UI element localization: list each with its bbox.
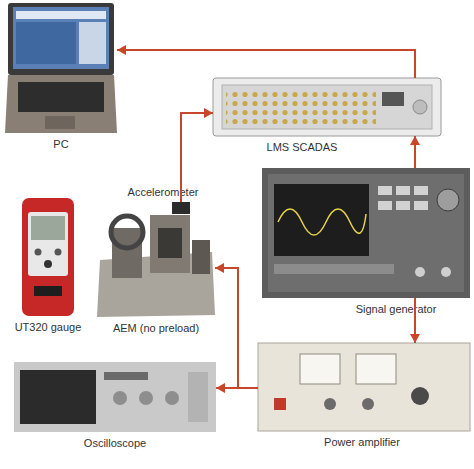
amplifier-knob xyxy=(324,398,336,410)
generator-knob xyxy=(437,189,459,211)
arrow-head xyxy=(117,45,126,55)
laptop-base xyxy=(5,75,117,133)
laptop-screen xyxy=(13,7,109,69)
scadas-knob xyxy=(413,100,427,114)
signal-line xyxy=(117,50,415,78)
device-label: LMS SCADAS xyxy=(267,141,338,154)
scope-keypad xyxy=(188,372,208,422)
arrow-head xyxy=(204,108,213,118)
signal-line xyxy=(414,298,416,343)
rig-ring xyxy=(111,216,143,248)
device-label: PC xyxy=(53,138,68,151)
amplifier-body xyxy=(258,343,470,431)
signal-arrow xyxy=(410,136,420,168)
device-node: Signal generator xyxy=(262,168,470,298)
scope-brand-strip xyxy=(104,372,148,380)
device-node: UT320 gauge xyxy=(22,198,74,316)
generator-button xyxy=(396,186,410,195)
signal-arrow xyxy=(117,45,415,78)
generator-button xyxy=(378,186,392,195)
amplifier-switch xyxy=(274,398,286,410)
scope-knob xyxy=(139,391,153,405)
generator-button xyxy=(378,201,392,210)
screen-window xyxy=(16,11,106,19)
gauge-body xyxy=(22,198,74,316)
waveform xyxy=(278,209,366,235)
generator-screen xyxy=(274,184,369,256)
arrow-head xyxy=(215,263,224,273)
scadas-display xyxy=(382,92,404,106)
touchpad xyxy=(45,116,75,129)
generator-softkeys xyxy=(274,264,394,274)
arrow-head xyxy=(216,383,225,393)
scadas-ports xyxy=(226,89,376,125)
device-node: Oscilloscope xyxy=(14,362,216,432)
scope-screen xyxy=(20,370,96,424)
gauge-logo-plate xyxy=(34,286,62,296)
rig-block xyxy=(150,215,190,273)
generator-connector xyxy=(415,267,425,277)
signal-line xyxy=(414,136,416,168)
device-label: Signal generator xyxy=(356,303,437,316)
device-label: Oscilloscope xyxy=(84,437,146,450)
device-node: Accelerometer xyxy=(170,202,192,214)
signal-arrow xyxy=(181,108,213,202)
amplifier-knob xyxy=(411,387,429,405)
arrow-head xyxy=(410,334,420,343)
device-label: Power amplifier xyxy=(324,436,400,449)
signal-arrow xyxy=(216,383,258,393)
device-node: Power amplifier xyxy=(258,343,470,431)
signal-line xyxy=(216,387,258,389)
actuator-core xyxy=(158,228,182,258)
rig-clamp xyxy=(192,240,210,274)
screen-window xyxy=(79,22,106,64)
scope-body xyxy=(14,362,216,432)
amplifier-meter xyxy=(356,354,396,384)
generator-button xyxy=(414,186,428,195)
accelerometer-sensor xyxy=(172,202,190,214)
scadas-frame xyxy=(213,78,441,136)
signal-line xyxy=(181,113,213,202)
screen-window xyxy=(16,22,76,64)
signal-arrow xyxy=(215,263,258,388)
arrow-head xyxy=(410,136,420,145)
generator-button xyxy=(396,201,410,210)
device-label: AEM (no preload) xyxy=(113,322,199,335)
generator-connector xyxy=(441,267,451,277)
rig-support xyxy=(112,228,142,278)
scope-knob xyxy=(165,391,179,405)
gauge-button xyxy=(55,249,62,256)
gauge-button xyxy=(35,249,42,256)
keyboard xyxy=(18,82,104,112)
amplifier-meter xyxy=(300,354,340,384)
laptop-lid xyxy=(8,3,114,75)
signal-line xyxy=(215,268,258,388)
generator-body xyxy=(262,168,470,298)
device-node: AEM (no preload) xyxy=(97,205,215,317)
gauge-face xyxy=(28,212,68,276)
gauge-button xyxy=(44,260,52,268)
signal-arrow xyxy=(410,298,420,343)
device-node: PC xyxy=(5,3,117,133)
device-label: UT320 gauge xyxy=(15,321,82,334)
scope-knob xyxy=(113,391,127,405)
generator-button xyxy=(414,201,428,210)
gauge-screen xyxy=(31,216,65,240)
amplifier-knob xyxy=(362,398,374,410)
generator-front xyxy=(268,174,464,292)
scadas-panel xyxy=(222,85,432,129)
device-label: Accelerometer xyxy=(128,186,199,199)
device-node: LMS SCADAS xyxy=(213,78,441,136)
